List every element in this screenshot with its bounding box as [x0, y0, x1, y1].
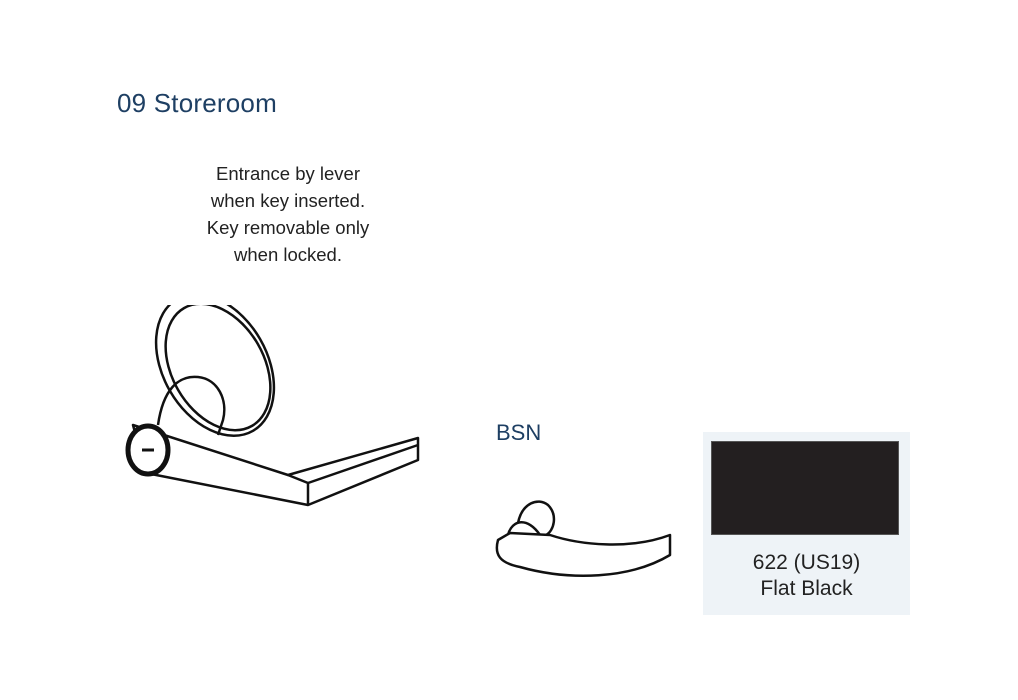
description-line: when key inserted. [210, 190, 366, 211]
finish-name: Flat Black [760, 577, 853, 600]
lever-style-label: BSN [496, 420, 542, 445]
finish-swatch-card: 622 (US19) Flat Black [703, 432, 910, 615]
description-line: Key removable only [206, 217, 370, 238]
function-title: 09 Storeroom [117, 88, 277, 118]
finish-color-swatch [711, 441, 899, 535]
function-description: Entrance by lever when key inserted. Key… [170, 160, 406, 268]
description-line: Entrance by lever [216, 163, 360, 184]
bsn-lever-illustration [495, 500, 672, 577]
finish-code: 622 (US19) [752, 551, 861, 574]
storeroom-lever-illustration [125, 305, 420, 507]
description-line: when locked. [234, 244, 342, 265]
